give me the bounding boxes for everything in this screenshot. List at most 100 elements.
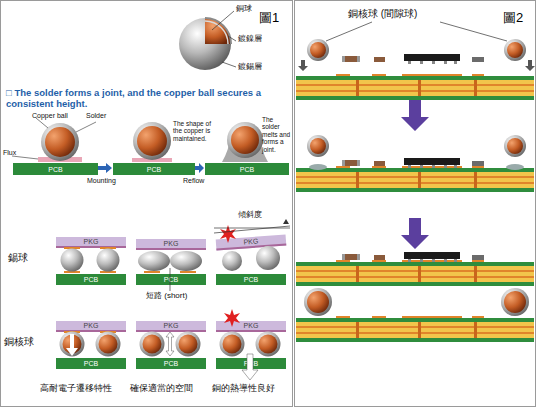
solder-ball-row-rect (64, 271, 80, 273)
copper-core-row-circle (96, 332, 121, 357)
gap-balls-polygon (525, 60, 535, 71)
callout-label: 銅核球 (間隙球) (348, 8, 417, 20)
part-label: PKG (164, 322, 179, 329)
package-bar: PKG (56, 321, 126, 332)
solder-ball-row-rect (100, 271, 116, 273)
package-bar: PKG (136, 239, 206, 250)
copper-core-row-circle (143, 335, 162, 354)
gap-balls-circle (307, 135, 329, 157)
callout-label: Solder (86, 112, 106, 120)
process-balls-circle (41, 123, 79, 161)
pcb-bar: PCB (136, 274, 206, 285)
copper-core-row (60, 309, 281, 380)
solder-ball-row-line (214, 228, 290, 229)
gap-balls-circle (307, 39, 329, 61)
process-balls-rect (132, 158, 172, 162)
solder-ball-row-rect (144, 271, 160, 273)
solder-ball-row (61, 219, 291, 291)
figure-panel: 圖2 (294, 0, 536, 407)
gap-balls-ellipse (506, 164, 524, 170)
part-label: PCB (244, 360, 258, 367)
gap-balls-circle (310, 138, 326, 154)
part-label: PKG (164, 240, 179, 247)
assembly-steps-use (342, 252, 484, 262)
pcb-bar: PCB (13, 163, 98, 175)
solder-ball-row-circle (256, 246, 280, 270)
pcb-bar: PCB (113, 163, 195, 175)
assembly-steps-use (296, 74, 534, 100)
assembly-steps-use (296, 166, 534, 192)
plated-ball-line (228, 36, 236, 41)
solder-ball-row-circle (222, 251, 242, 271)
solder-ball-row-ellipse (138, 251, 170, 271)
package-bar: PKG (136, 321, 206, 332)
copper-core-row-circle (223, 335, 242, 354)
gap-balls-circle (507, 138, 523, 154)
caption: 銅的熱導性良好 (212, 384, 275, 394)
gap-balls-line (440, 22, 507, 41)
process-balls-rect (38, 157, 82, 162)
plated-ball-path (205, 18, 231, 44)
gap-balls-circle (504, 39, 526, 61)
package-bar: PKG (56, 237, 126, 248)
gap-balls (298, 22, 535, 316)
gap-balls-polygon (298, 60, 308, 71)
callout-label: 鍍鎳層 (238, 34, 262, 43)
part-label: PCB (84, 360, 98, 367)
part-label: PCB (164, 276, 178, 283)
part-label: PKG (84, 322, 99, 329)
process-balls-path (222, 138, 268, 162)
package-bar: PKG (216, 235, 287, 251)
figure-panel: 圖1PCB PCB PCB PKG PKG PKG PCB PCB PCB PKG PKG PKG PC… (0, 0, 293, 407)
pcb-bar: PCB (56, 274, 126, 285)
copper-core-row-circle (220, 332, 245, 357)
callout-label: 錫球 (8, 252, 28, 264)
heading: □ The solder forms a joint, and the copp… (6, 88, 291, 110)
assembly-steps-polygon (401, 218, 429, 249)
gap-balls-circle (501, 288, 529, 316)
copper-core-row-circle (63, 335, 82, 354)
process-balls-circle (231, 126, 259, 154)
solder-ball-row-circle (97, 249, 120, 272)
part-label: PCB (48, 166, 62, 173)
process-balls-line (76, 122, 96, 132)
gap-balls-circle (307, 291, 329, 313)
callout-label: Copper ball (32, 112, 68, 120)
copper-core-row-polygon (66, 334, 78, 356)
callout-label: Flux (3, 149, 16, 157)
pcb-bar: PCB (136, 358, 206, 369)
part-label: PCB (244, 276, 258, 283)
plated-ball-line (212, 11, 234, 30)
part-label: PCB (84, 276, 98, 283)
package-bar: PKG (216, 321, 286, 332)
process-balls-circle (45, 127, 75, 157)
part-label: PCB (164, 360, 178, 367)
solder-ball-row-circle (61, 249, 84, 272)
pcb-bar: PCB (216, 274, 286, 285)
part-label: PKG (244, 322, 259, 329)
process-balls-circle (227, 122, 263, 158)
assembly-steps-use (342, 54, 484, 64)
copper-core-row-circle (99, 335, 118, 354)
assembly-steps (296, 54, 534, 342)
plated-ball-line (222, 62, 236, 67)
caption: 高耐電子遷移特性 (40, 384, 112, 394)
gap-balls-circle (504, 135, 526, 157)
callout-label: Reflow (183, 177, 204, 185)
plated-ball-path (205, 18, 231, 44)
solder-ball-row-rect (180, 271, 196, 273)
figure-number: 圖1 (257, 9, 281, 27)
solder-ball-row-line (214, 226, 290, 233)
pcb-bar: PCB (205, 163, 289, 175)
solder-ball-row-polygon (283, 219, 289, 224)
process-balls-circle (133, 122, 171, 160)
assembly-steps-use (342, 158, 484, 168)
part-label: PKG (243, 237, 258, 245)
process-balls-polygon (98, 163, 112, 173)
callout-label: Mounting (87, 177, 116, 185)
copper-core-row-polygon (166, 332, 174, 356)
assembly-steps-use (296, 316, 534, 342)
gap-balls-circle (504, 291, 526, 313)
callout-label: The solder melts and forms a joint. (262, 116, 292, 153)
